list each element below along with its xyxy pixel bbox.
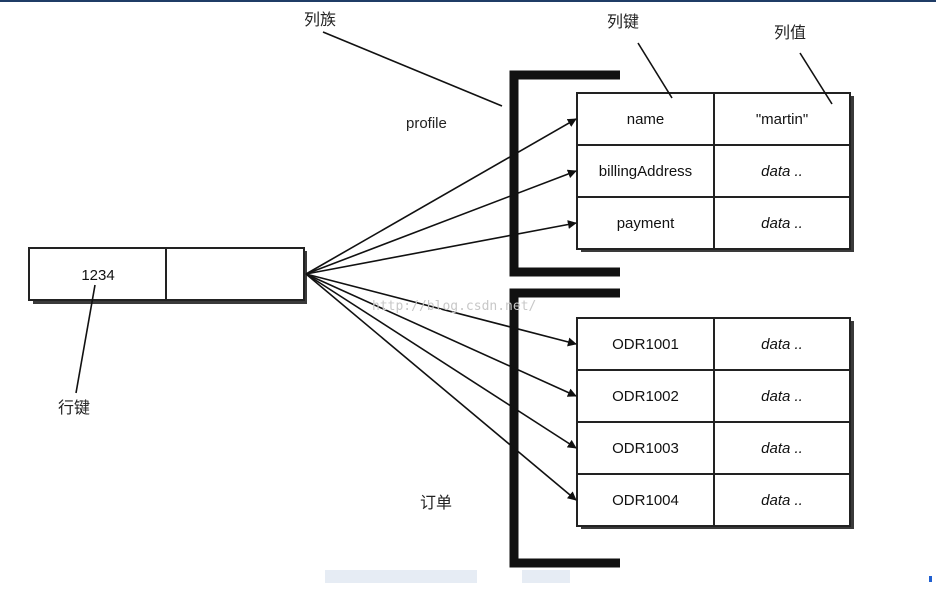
- column-family-leader: [322, 31, 503, 107]
- reference-arrow: [305, 220, 577, 275]
- column-key-text: ODR1004: [612, 492, 679, 509]
- column-key-text: billingAddress: [599, 163, 692, 180]
- column-key-label: 列键: [607, 12, 639, 31]
- column-value-cell: [713, 473, 851, 527]
- orders-table: ODR1001 data .. ODR1002 data .. ODR1003 data …: [576, 317, 851, 527]
- column-value-text: "martin": [756, 111, 808, 128]
- reference-arrow: [305, 273, 577, 347]
- orders-label: 订单: [420, 493, 452, 512]
- column-key-text: payment: [617, 215, 675, 232]
- watermark: http://blog.csdn.net/: [372, 299, 536, 314]
- row-key-leader: [75, 284, 96, 394]
- bottom-bar-left: [325, 570, 477, 583]
- arrows: [305, 118, 577, 501]
- column-value-cell: [713, 196, 851, 250]
- reference-arrow: [305, 118, 577, 275]
- column-value-cell: [713, 421, 851, 475]
- top-border: [0, 0, 936, 2]
- profile-bracket: [509, 70, 620, 277]
- column-key-text: ODR1003: [612, 440, 679, 457]
- column-value-text: data ..: [761, 492, 803, 509]
- column-value-leader: [799, 52, 833, 105]
- reference-arrow: [305, 169, 577, 275]
- reference-arrow: [305, 273, 577, 397]
- column-value-text: data ..: [761, 163, 803, 180]
- orders-bracket: [509, 288, 620, 568]
- column-key-leader: [637, 42, 673, 99]
- profile-table: name "martin" billingAddress data .. payment…: [576, 92, 851, 250]
- profile-label: profile: [406, 115, 447, 132]
- row-key-text: 1234: [81, 267, 114, 284]
- column-key-text: ODR1001: [612, 336, 679, 353]
- column-value-label: 列值: [774, 23, 806, 42]
- column-value-text: data ..: [761, 388, 803, 405]
- column-family-label: 列族: [304, 10, 336, 29]
- row-value-cell: [165, 247, 305, 301]
- column-value-cell: [713, 317, 851, 371]
- bottom-bar-right: [522, 570, 570, 583]
- row-key-label: 行键: [58, 398, 90, 417]
- corner-mark: [929, 576, 932, 582]
- row-key-cell: [28, 247, 167, 301]
- column-key-cell: [576, 92, 715, 146]
- column-key-cell: [576, 421, 715, 475]
- column-value-text: data ..: [761, 215, 803, 232]
- column-key-text: name: [627, 111, 665, 128]
- column-value-cell: [713, 369, 851, 423]
- column-value-text: data ..: [761, 336, 803, 353]
- reference-arrow: [305, 273, 577, 501]
- column-value-text: data ..: [761, 440, 803, 457]
- column-key-text: ODR1002: [612, 388, 679, 405]
- reference-arrow: [305, 273, 577, 449]
